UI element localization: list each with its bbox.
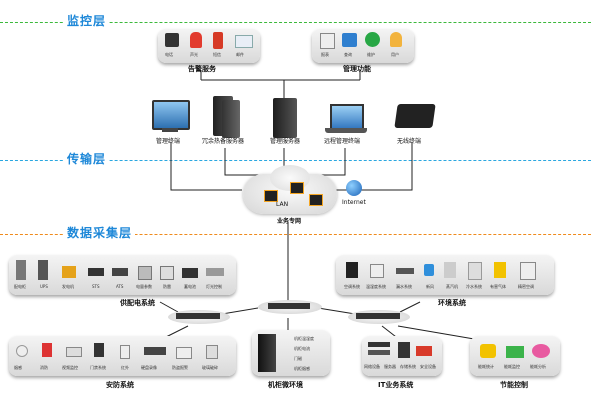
rack-cabinet-icon [258,334,276,372]
env-item-7: 精密空调 [518,284,534,289]
security-item-3: 门禁系统 [90,365,106,370]
monitor-icon [152,100,190,130]
monitor-stand [162,128,178,132]
user-icon [390,32,402,47]
power-item-3: STS [92,284,100,289]
tablet-icon [394,104,436,128]
globe-icon [346,180,362,196]
env-item-0: 空调系统 [344,284,360,289]
transport-layer-title: 传输层 [64,150,110,167]
core-switch-body [268,303,310,309]
server-label-redundant: 冗余热备服务器 [202,138,245,145]
power-item-1: UPS [40,284,48,289]
switch-node-icon [264,190,278,202]
email-icon [235,35,253,48]
server-label-mgmt: 管理服务器 [270,138,301,145]
it-item-0: 网络设备 [364,364,380,369]
security-item-7: 玻璃破碎 [202,365,218,370]
security-system-title: 安防系统 [106,381,134,389]
power-item-4: ATS [116,284,124,289]
security-item-2: 视频监控 [62,365,78,370]
security-devices [16,341,231,361]
lan-label: LAN [276,201,289,208]
energy-control-title: 节能控制 [500,381,528,389]
power-item-7: 蓄电池 [184,284,196,289]
report-icon [320,33,335,49]
query-icon [342,33,357,47]
alarm-item-light: 声光 [190,52,198,57]
server-label-wireless: 无线终端 [397,138,422,145]
mgmt-server-icon [273,98,297,138]
right-switch-body [356,313,400,319]
power-item-5: 电量参数 [136,284,152,289]
it-item-3: 安全设备 [420,364,436,369]
security-item-0: 烟感 [14,365,22,370]
cabinet-env-title: 机柜微环境 [268,381,303,389]
env-item-3: 新风 [426,284,434,289]
it-item-2: 存储系统 [400,364,416,369]
env-item-4: 蒸汽机 [446,284,458,289]
mgmt-item-query: 查询 [344,52,352,57]
env-item-5: 冷水系统 [466,284,482,289]
cabinet-item-1: 机柜电流 [294,346,310,351]
alarm-item-phone: 电话 [165,52,173,57]
siren-icon [190,32,202,48]
it-system-title: IT业务系统 [378,381,414,389]
cabinet-item-3: 机柜烟感 [294,366,310,371]
power-item-0: 配电柜 [14,284,26,289]
alarm-service-label: 告警服务 [188,65,216,73]
left-switch-body [176,313,220,319]
mgmt-item-user: 用户 [391,52,399,57]
mobile-sms-icon [213,32,223,49]
phone-icon [165,33,179,47]
env-item-2: 漏水系统 [396,284,412,289]
power-item-8: 灯光控制 [206,284,222,289]
private-network-label: 业务专网 [277,218,302,225]
energy-item-0: 能耗统计 [478,364,494,369]
monitor-layer-divider [0,22,591,23]
env-item-6: 有害气体 [490,284,506,289]
energy-item-2: 能耗分析 [530,364,546,369]
security-item-5: 硬盘录像 [141,365,157,370]
it-item-1: 服务器 [384,364,396,369]
mgmt-item-report: 报表 [321,52,329,57]
security-item-6: 防盗报警 [172,365,188,370]
collect-layer-title: 数据采集层 [64,224,136,241]
security-item-4: 红外 [121,365,129,370]
transport-layer-divider [0,160,591,161]
energy-item-1: 能耗监控 [504,364,520,369]
env-system-title: 环境系统 [438,299,466,307]
power-item-6: 防雷 [163,284,171,289]
energy-devices [478,340,556,362]
it-devices [368,340,438,362]
alarm-item-mail: 邮件 [236,52,244,57]
internet-label: Internet [342,199,366,206]
switch-node-icon-3 [309,194,323,206]
env-item-1: 温湿度系统 [366,284,386,289]
monitor-layer-title: 监控层 [64,12,110,29]
security-item-1: 消防 [40,365,48,370]
server-label-remote: 远程管理终端 [324,138,361,145]
power-devices [16,260,231,280]
tower-server-icon-2 [222,100,240,138]
power-system-title: 供配电系统 [120,299,155,307]
laptop-icon [330,104,364,130]
collect-layer-divider [0,234,591,235]
env-devices [344,260,549,280]
mgmt-function-label: 管理功能 [343,65,371,73]
laptop-base [325,128,367,133]
maintain-icon [365,32,380,47]
mgmt-item-maintain: 维护 [367,52,375,57]
server-label-terminal: 管理终端 [156,138,181,145]
switch-node-icon-2 [290,182,304,194]
alarm-item-sms: 短信 [213,52,221,57]
cabinet-item-2: 门磁 [294,356,302,361]
cabinet-item-0: 机柜温湿度 [294,336,314,341]
power-item-2: 发电机 [62,284,74,289]
